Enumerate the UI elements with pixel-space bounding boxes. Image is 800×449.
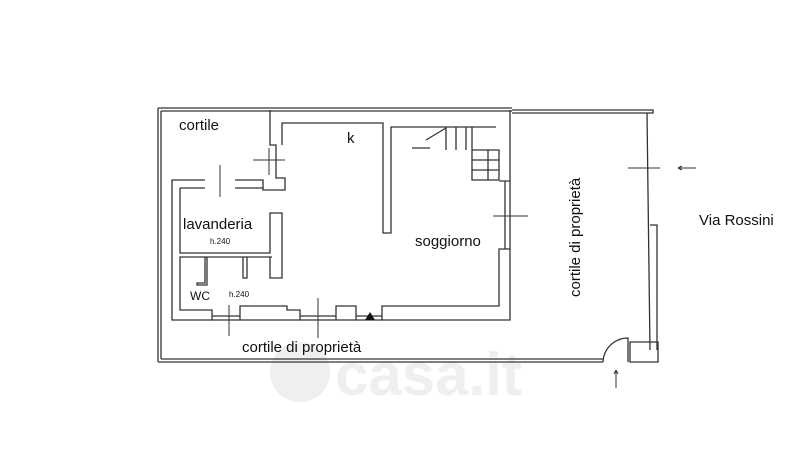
building-walls (171, 110, 511, 321)
label-soggiorno: soggiorno (415, 233, 481, 250)
svg-text:casa.it: casa.it (335, 341, 522, 408)
label-wc-height: h.240 (229, 290, 250, 299)
outer-boundary (157, 107, 659, 363)
label-kitchen: k (347, 130, 355, 147)
label-cortile: cortile (179, 117, 219, 134)
label-cortile-bottom: cortile di proprietà (242, 339, 362, 356)
watermark: casa.it (270, 341, 522, 408)
label-cortile-right: cortile di proprietà (567, 177, 584, 297)
label-street: Via Rossini (699, 212, 774, 229)
entrance-marker-icon (365, 312, 375, 320)
label-wc: WC (190, 289, 210, 303)
arrow-icon (613, 165, 696, 388)
label-lavanderia: lavanderia (183, 216, 253, 233)
label-lavanderia-height: h.240 (210, 237, 231, 246)
window-marks (219, 148, 660, 338)
